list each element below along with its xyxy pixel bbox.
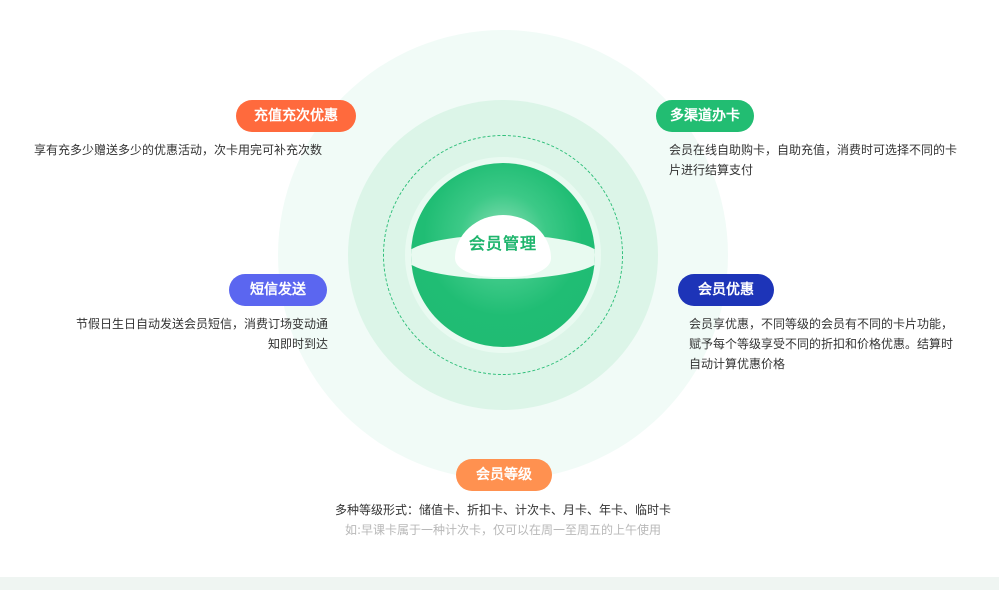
recharge-discount-desc: 享有充多少赠送多少的优惠活动，次卡用完可补充次数 bbox=[34, 143, 323, 157]
level-desc-line-2: 如:早课卡属于一种计次卡，仅可以在周一至周五的上午使用 bbox=[344, 523, 662, 537]
multichannel-desc-line-2: 片进行结算支付 bbox=[669, 163, 754, 177]
sms-desc-line-2: 知即时到达 bbox=[267, 337, 328, 351]
discount-desc-line-2: 赋予每个等级享受不同的折扣和价格优惠。结算时 bbox=[689, 337, 954, 351]
multichannel-card-desc: 会员在线自助购卡，自助充值，消费时可选择不同的卡 片进行结算支付 bbox=[669, 140, 989, 180]
sms-desc-line-1: 节假日生日自动发送会员短信，消费订场变动通 bbox=[75, 317, 328, 331]
membership-sphere-icon bbox=[411, 163, 595, 347]
multichannel-desc-line-1: 会员在线自助购卡，自助充值，消费时可选择不同的卡 bbox=[669, 143, 958, 157]
sms-desc: 节假日生日自动发送会员短信，消费订场变动通 知即时到达 bbox=[30, 314, 328, 354]
member-level-desc: 多种等级形式：储值卡、折扣卡、计次卡、月卡、年卡、临时卡 如:早课卡属于一种计次… bbox=[280, 500, 726, 540]
recharge-discount-badge: 充值充次优惠 bbox=[236, 100, 356, 132]
member-discount-desc: 会员享优惠，不同等级的会员有不同的卡片功能， 赋予每个等级享受不同的折扣和价格优… bbox=[689, 314, 989, 374]
sms-badge: 短信发送 bbox=[229, 274, 327, 306]
sphere-dome bbox=[455, 215, 551, 277]
center-title: 会员管理 bbox=[468, 234, 537, 253]
footer-strip bbox=[0, 577, 999, 590]
discount-desc-line-1: 会员享优惠，不同等级的会员有不同的卡片功能， bbox=[689, 317, 954, 331]
multichannel-card-badge: 多渠道办卡 bbox=[656, 100, 754, 132]
member-level-badge: 会员等级 bbox=[456, 459, 552, 491]
member-discount-badge: 会员优惠 bbox=[678, 274, 774, 306]
discount-desc-line-3: 自动计算优惠价格 bbox=[689, 357, 786, 371]
dashed-ring bbox=[383, 135, 623, 375]
level-desc-line-1: 多种等级形式：储值卡、折扣卡、计次卡、月卡、年卡、临时卡 bbox=[334, 503, 671, 517]
